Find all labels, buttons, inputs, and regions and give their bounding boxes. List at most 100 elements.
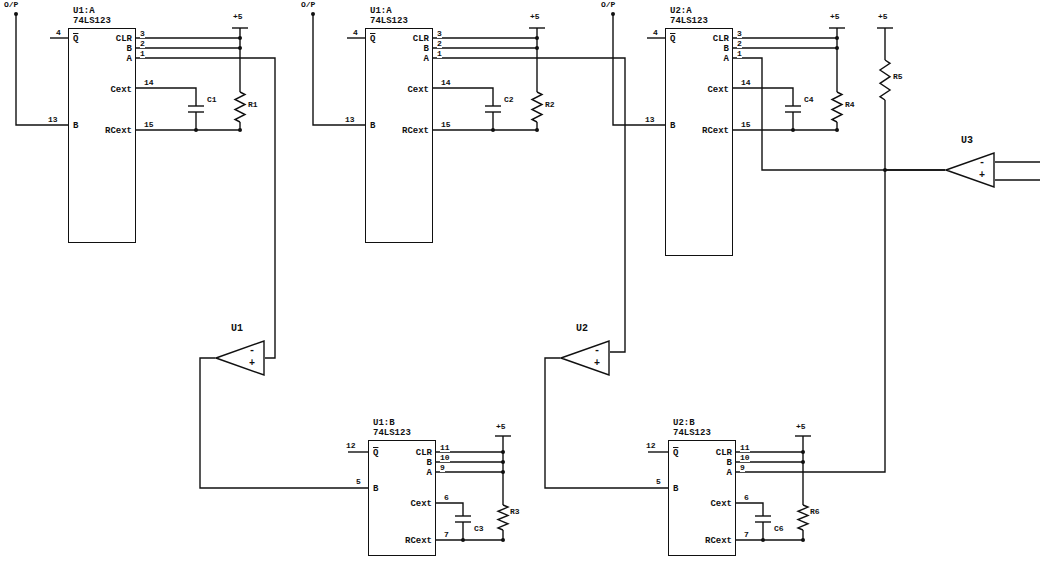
- input-sign: +: [249, 359, 255, 369]
- ic-box: U2:A 74LS123QBCLRBACextRCext: [665, 28, 733, 256]
- schematic-label: 15: [741, 120, 751, 129]
- schematic-label: R5: [893, 72, 903, 81]
- pin-name: B: [673, 484, 678, 494]
- pin-wire: [492, 112, 493, 130]
- opamp-outline: [215, 340, 265, 376]
- opamp-triangle: U1-+: [215, 340, 265, 376]
- junction-dot: [535, 128, 539, 132]
- schematic-label: O/P: [301, 0, 315, 9]
- pin-name: RCext: [405, 536, 432, 546]
- ic-box: U1:A 74LS123QBCLRBACextRCext: [68, 28, 136, 243]
- pin-wire: [733, 37, 837, 38]
- pin-stub: [347, 37, 365, 38]
- pin-name: Cext: [410, 499, 432, 509]
- schematic-label: 11: [440, 443, 450, 452]
- pin-wire: [792, 112, 793, 130]
- signal-wire: [736, 170, 945, 472]
- schematic-label: C1: [207, 95, 217, 104]
- schematic-label: R4: [845, 100, 855, 109]
- schematic-label: 9: [440, 463, 445, 472]
- supply-rail: [536, 28, 537, 92]
- pin-wire: [136, 129, 240, 130]
- pin-stub: [50, 37, 68, 38]
- opamp-name: U1: [231, 324, 243, 334]
- pin-name: A: [727, 468, 732, 478]
- schematic-label: 14: [741, 78, 751, 87]
- pin-name: Cext: [707, 85, 729, 95]
- schematic-label: 12: [646, 441, 656, 450]
- pin-name: B: [424, 44, 429, 54]
- capacitor-plate: [455, 515, 471, 516]
- supply-rail: [502, 436, 503, 505]
- capacitor-plate: [755, 515, 771, 516]
- pin-wire: [736, 539, 803, 540]
- supply-rail: [802, 436, 803, 505]
- opamp-triangle-shape: [561, 341, 609, 375]
- schematic-label: R1: [248, 100, 258, 109]
- schematic-label: 12: [346, 441, 356, 450]
- pin-wire: [433, 37, 537, 38]
- chip-heading: U2:A 74LS123: [670, 6, 722, 26]
- schematic-label: 1: [140, 49, 145, 58]
- schematic-label: 15: [144, 120, 154, 129]
- pin-name: A: [724, 54, 729, 64]
- schematic-label: 4: [56, 28, 61, 37]
- schematic-label: O/P: [4, 0, 18, 9]
- schematic-label: C4: [804, 95, 814, 104]
- opamp-triangle-shape: [946, 153, 994, 187]
- schematic-label: 2: [437, 39, 442, 48]
- pin-name: Q: [670, 34, 675, 44]
- schematic-label: +5: [496, 422, 506, 431]
- signal-wire: [433, 58, 625, 352]
- capacitor-plate: [188, 105, 204, 106]
- pin-name: B: [427, 458, 432, 468]
- input-wire: [995, 179, 1040, 180]
- pin-wire: [436, 539, 503, 540]
- pin-name: Q: [373, 448, 378, 458]
- supply-rail: [836, 28, 837, 92]
- pin-name: B: [373, 484, 378, 494]
- ic-box: U1:B 74LS123QBCLRBACextRCext: [368, 440, 436, 556]
- pin-name: A: [127, 54, 132, 64]
- signal-wire: [733, 58, 945, 170]
- pin-name: Cext: [710, 499, 732, 509]
- pin-wire: [733, 129, 837, 130]
- opamp-outline: [560, 340, 610, 376]
- schematic-label: O/P: [601, 0, 615, 9]
- schematic-label: 1: [437, 49, 442, 58]
- input-wire: [995, 161, 1040, 162]
- pin-name: CLR: [413, 34, 429, 44]
- resistor-symbol: [498, 505, 508, 530]
- pin-name: B: [670, 121, 675, 131]
- junction-dot: [194, 128, 198, 132]
- junction-dot: [501, 538, 505, 542]
- pin-name: Q: [673, 448, 678, 458]
- opamp-name: U2: [576, 324, 588, 334]
- schematic-label: 15: [441, 120, 451, 129]
- opamp-triangle-shape: [216, 341, 264, 375]
- pin-wire: [436, 471, 503, 472]
- resistor-symbol: [532, 92, 542, 122]
- schematic-label: 2: [737, 39, 742, 48]
- pin-wire: [736, 503, 763, 516]
- schematic-label: +5: [796, 422, 806, 431]
- schematic-label: 13: [345, 115, 355, 124]
- input-sign: -: [594, 346, 600, 356]
- schematic-label: 13: [645, 115, 655, 124]
- signal-wire: [545, 358, 668, 488]
- opamp-outline: [945, 152, 995, 188]
- resistor-symbol: [880, 60, 890, 100]
- resistor-symbol: [798, 505, 808, 530]
- supply-rail: [884, 100, 885, 170]
- schematic-label: 4: [353, 28, 358, 37]
- schematic-label: 3: [437, 29, 442, 38]
- pin-name: Cext: [407, 85, 429, 95]
- opamp-triangle: U3-+: [945, 152, 995, 188]
- junction-dot: [238, 128, 242, 132]
- input-sign: -: [249, 346, 255, 356]
- pin-stub: [648, 451, 668, 452]
